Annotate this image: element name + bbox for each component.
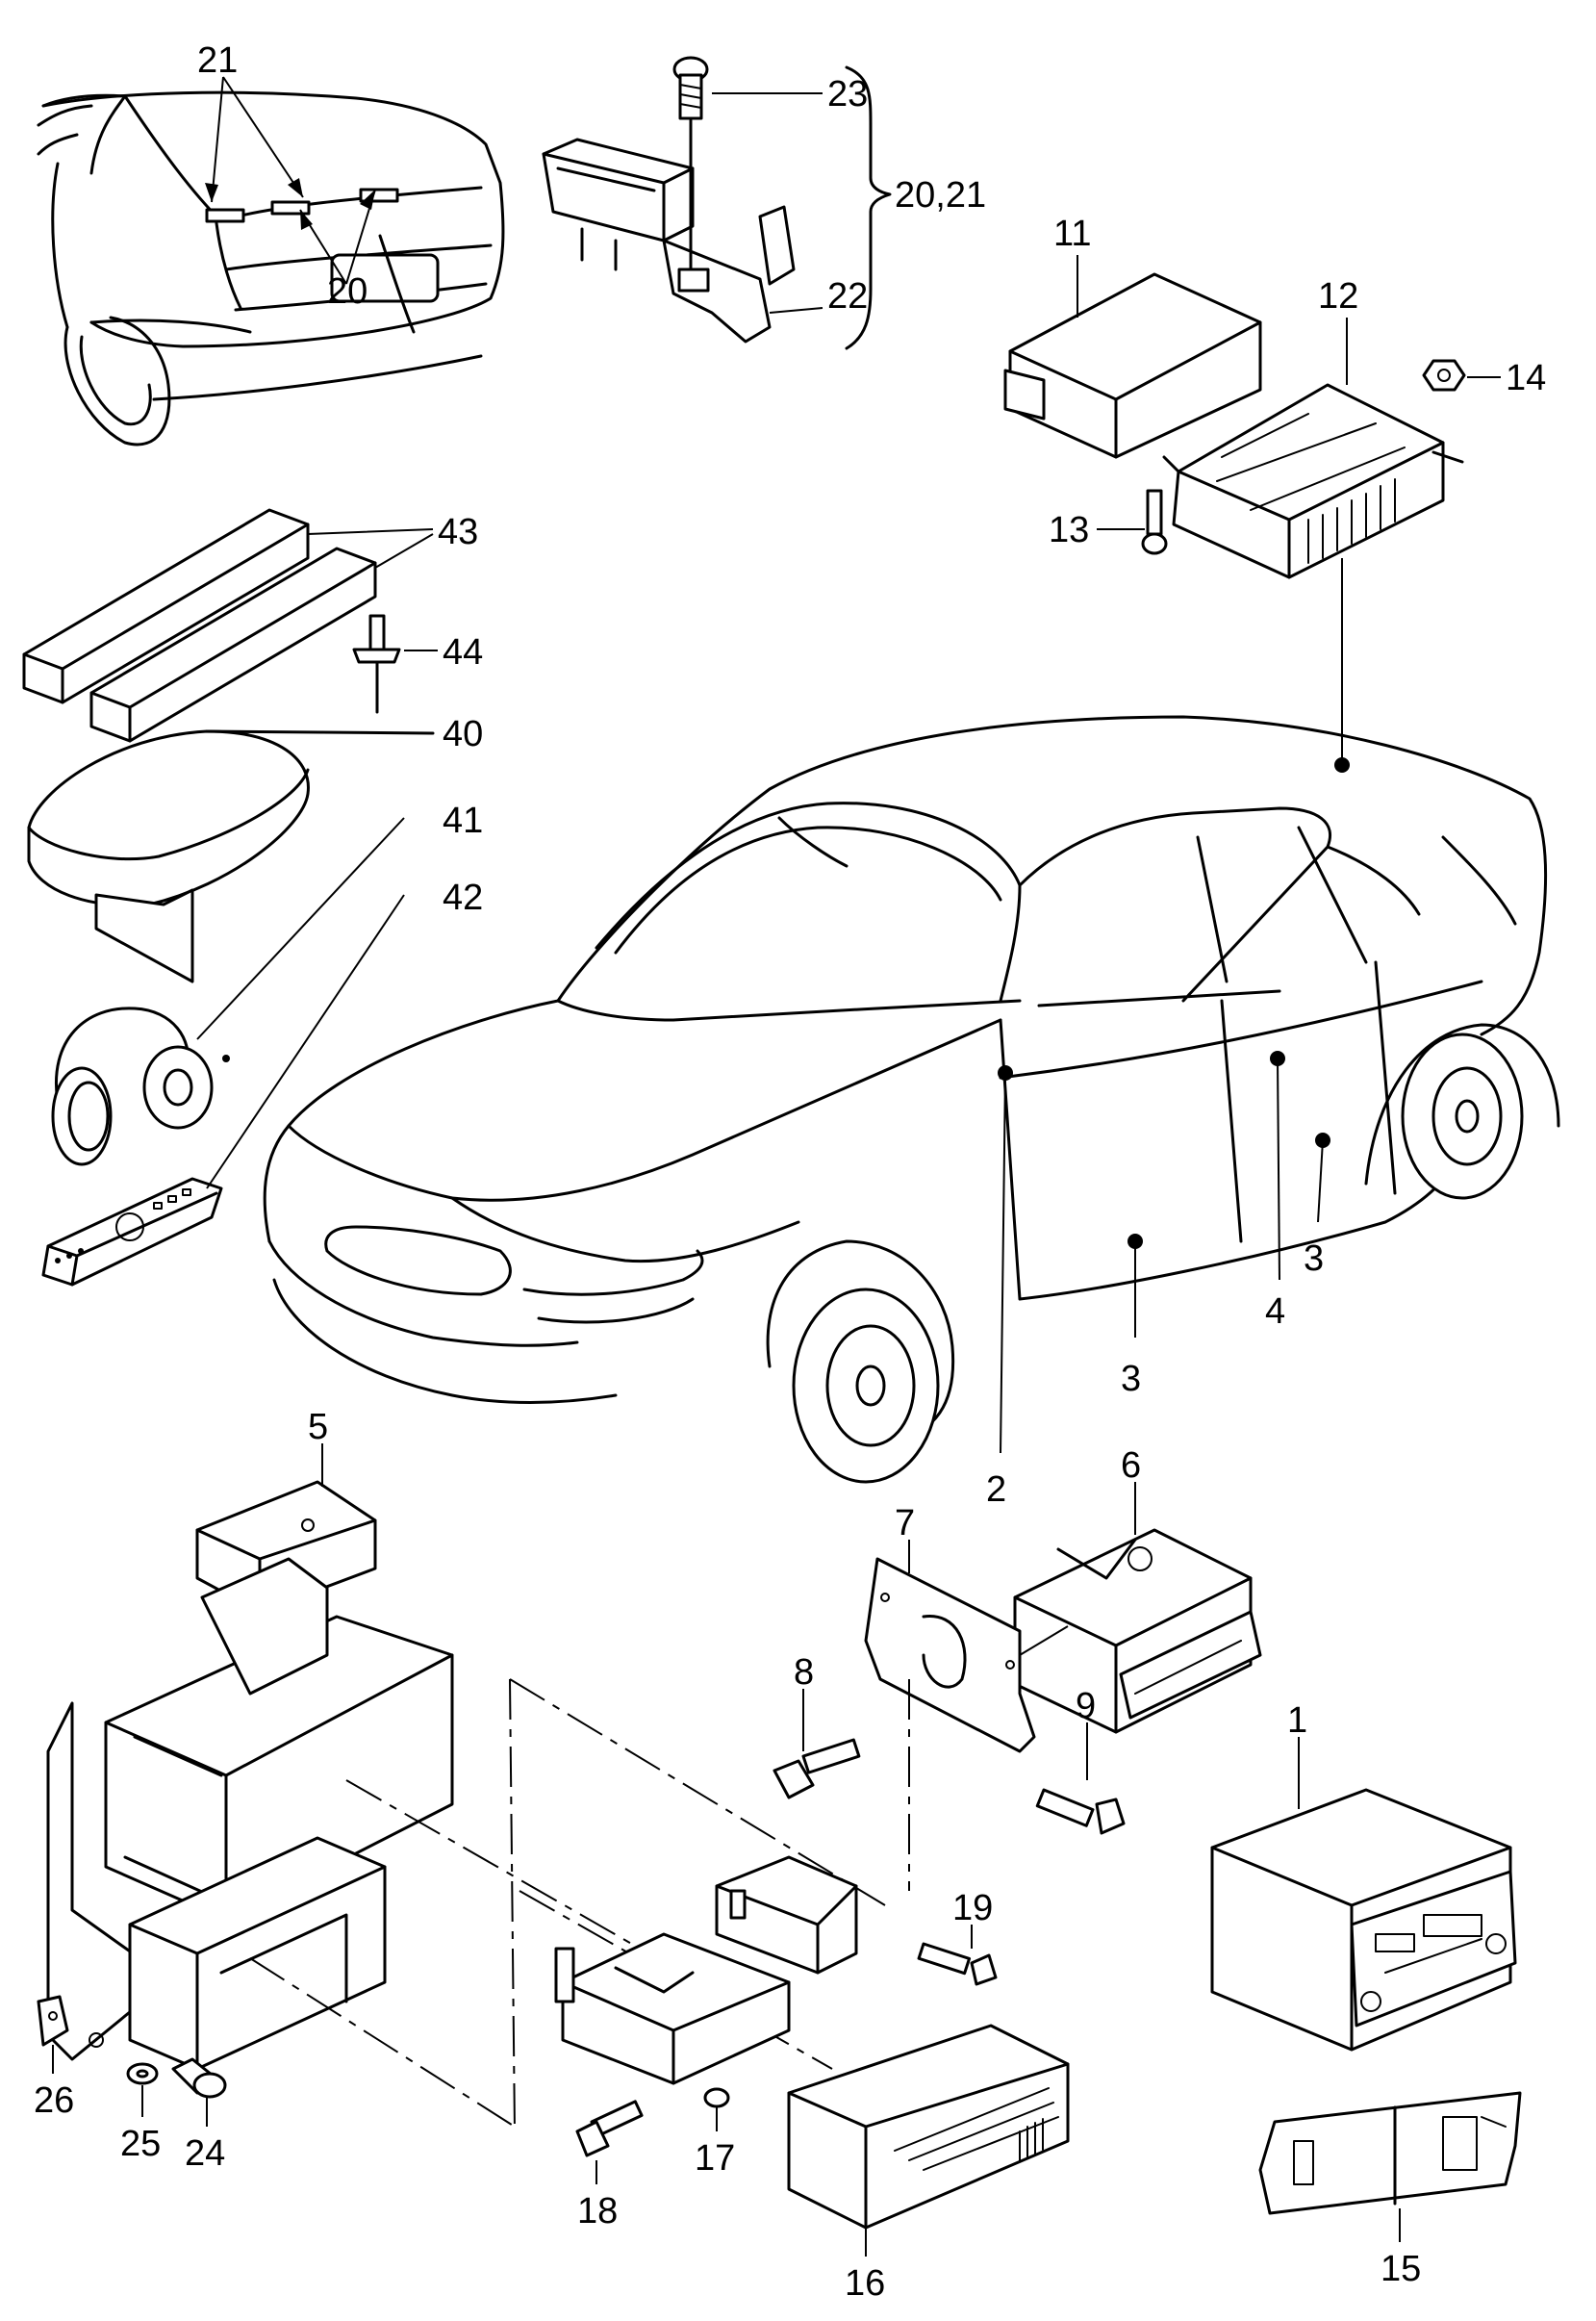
label-41: 41 xyxy=(443,801,483,841)
label-6: 6 xyxy=(1121,1445,1141,1486)
label-20: 20 xyxy=(327,271,367,312)
label-15: 15 xyxy=(1381,2249,1421,2289)
label-25: 25 xyxy=(120,2124,161,2164)
amplifier-illustration xyxy=(1003,255,1501,765)
label-4: 4 xyxy=(1265,1291,1285,1332)
label-8: 8 xyxy=(794,1652,814,1693)
module-bracket-illustration xyxy=(542,56,892,350)
accessories-illustration xyxy=(22,508,438,1287)
label-42: 42 xyxy=(443,878,483,918)
label-21: 21 xyxy=(197,40,238,81)
radio-faceplate-illustration xyxy=(1258,2091,1522,2242)
label-12: 12 xyxy=(1318,276,1358,317)
label-23: 23 xyxy=(827,74,868,115)
label-43: 43 xyxy=(438,512,478,552)
label-40: 40 xyxy=(443,714,483,754)
label-20-21: 20,21 xyxy=(895,175,986,216)
label-17: 17 xyxy=(695,2138,735,2179)
label-2: 2 xyxy=(986,1469,1006,1510)
label-5: 5 xyxy=(308,1407,328,1447)
label-26: 26 xyxy=(34,2080,74,2121)
label-22: 22 xyxy=(827,276,868,317)
label-18: 18 xyxy=(577,2191,618,2232)
label-9: 9 xyxy=(1076,1686,1096,1726)
label-13: 13 xyxy=(1049,510,1089,550)
label-44: 44 xyxy=(443,632,483,673)
mounting-bracket-illustration xyxy=(554,1855,998,2184)
rear-car-illustration xyxy=(37,76,505,446)
label-16: 16 xyxy=(845,2263,885,2304)
label-3-center: 3 xyxy=(1121,1359,1141,1399)
label-1: 1 xyxy=(1287,1700,1307,1741)
label-24: 24 xyxy=(185,2133,225,2174)
label-11: 11 xyxy=(1053,214,1091,254)
radio-unit-illustration xyxy=(1210,1737,1517,2052)
label-14: 14 xyxy=(1506,358,1546,398)
cd-changer-box-illustration xyxy=(787,2024,1070,2257)
cd-changer-bracket-illustration xyxy=(773,1482,1262,1835)
label-19: 19 xyxy=(952,1888,993,1928)
radio-frame-illustration xyxy=(37,1443,454,2127)
label-7: 7 xyxy=(895,1503,915,1543)
label-3-right: 3 xyxy=(1304,1238,1324,1279)
sedan-car-illustration xyxy=(263,715,1560,1484)
part-number-labels: 21 20 23 20,21 22 11 12 14 13 43 44 40 4… xyxy=(34,40,1546,2304)
